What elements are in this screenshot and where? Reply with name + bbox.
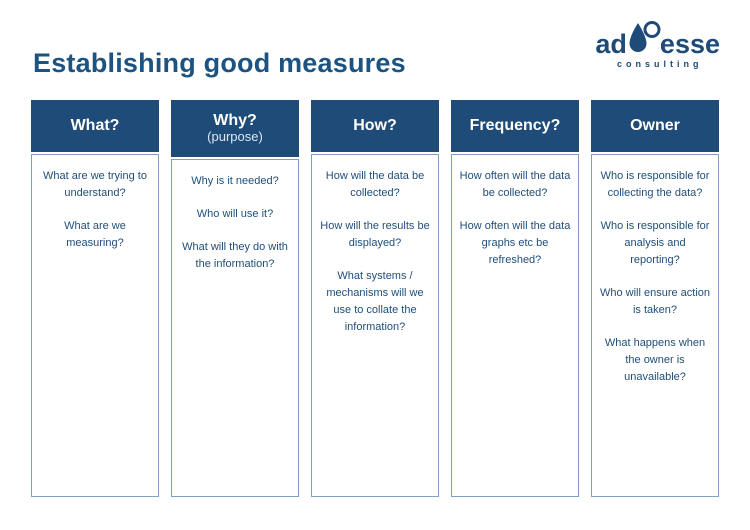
question-text: Who is responsible for analysis and repo… [600, 220, 710, 267]
question-text: What will they do with the information? [182, 241, 288, 271]
question-text: Why is it needed? [191, 175, 279, 187]
question-text: What happens when the owner is unavailab… [604, 337, 706, 384]
logo-text-esse: esse [659, 28, 720, 59]
page-title: Establishing good measures [33, 48, 406, 79]
column-header-label: What? [70, 116, 120, 134]
column-how-header: How? [311, 100, 439, 152]
column-how: How? How will the data be collected?How … [311, 100, 439, 497]
column-frequency: Frequency? How often will the data be co… [451, 100, 579, 497]
column-why-header: Why? (purpose) [171, 100, 299, 157]
question-text: How will the data be collected? [325, 170, 425, 200]
question-text: Who is responsible for collecting the da… [600, 170, 710, 200]
column-header-label: Owner [630, 116, 680, 134]
adesse-consulting-logo: ad esse consulting [595, 20, 720, 69]
question-text: What are we measuring? [64, 220, 126, 250]
column-why-body: Why is it needed? Who will use it? What wi… [171, 159, 299, 497]
logo-tagline: consulting [616, 59, 703, 69]
question-text: How will the results be displayed? [320, 220, 430, 250]
question-text: Who will ensure action is taken? [599, 287, 711, 317]
column-header-subtitle: (purpose) [207, 129, 263, 145]
column-what-body: What are we trying to understand? What ar… [31, 154, 159, 497]
droplet-ring-icon [629, 21, 661, 52]
column-why: Why? (purpose) Why is it needed? Who will… [171, 100, 299, 497]
framework-columns: What? What are we trying to understand?W… [31, 100, 719, 497]
question-text: How often will the data be collected? [459, 170, 571, 200]
column-owner: Owner Who is responsible for collecting … [591, 100, 719, 497]
column-what: What? What are we trying to understand?W… [31, 100, 159, 497]
column-frequency-header: Frequency? [451, 100, 579, 152]
question-text: What systems / mechanisms will we use to… [326, 270, 424, 334]
column-how-body: How will the data be collected? How will … [311, 154, 439, 497]
column-header-label: Frequency? [469, 116, 561, 134]
logo-wordmark: ad esse [595, 20, 720, 59]
column-header-label: Why? [213, 111, 257, 129]
question-text: What are we trying to understand? [43, 170, 147, 200]
column-owner-header: Owner [591, 100, 719, 152]
question-text: Who will use it? [196, 208, 274, 221]
question-text: How often will the data graphs etc be re… [459, 220, 571, 267]
column-frequency-body: How often will the data be collected? How… [451, 154, 579, 497]
column-owner-body: Who is responsible for collecting the da… [591, 154, 719, 497]
logo-text-ad: ad [595, 28, 627, 59]
column-what-header: What? [31, 100, 159, 152]
column-header-label: How? [353, 116, 397, 134]
